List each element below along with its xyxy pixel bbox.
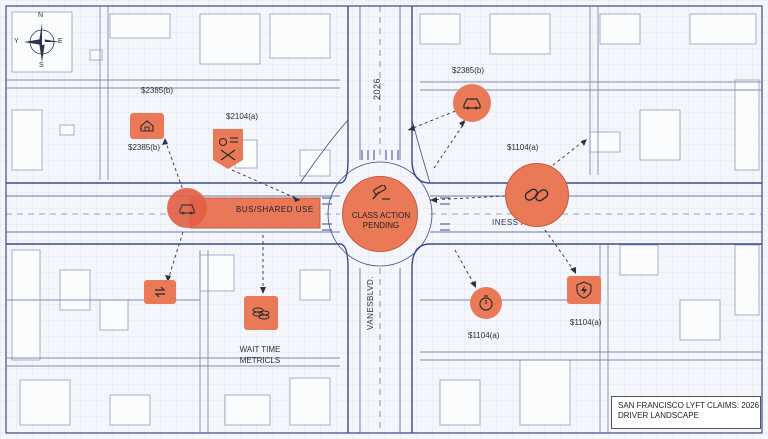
- amount-top-left: $2385(b): [141, 86, 174, 95]
- main-horizontal-road: [6, 182, 762, 245]
- chain-link-icon: [524, 188, 549, 202]
- street-label-north: 2026: [372, 77, 382, 100]
- bus-lane-highlight: [189, 197, 321, 229]
- street-label-east: INESS AVE: [492, 218, 538, 227]
- house-marker[interactable]: [130, 113, 164, 139]
- arrowheads: [162, 120, 587, 294]
- buildings: [11, 11, 760, 426]
- street-label-south: VANESBLVD.: [366, 275, 375, 330]
- compass-east: E: [58, 38, 63, 45]
- compass-south: S: [39, 62, 44, 69]
- gavel-icon: [372, 185, 390, 200]
- class-action-hub[interactable]: CLASS ACTION PENDING: [342, 176, 418, 252]
- compass-north: N: [38, 12, 44, 19]
- amount-house: $2385(b): [128, 143, 161, 152]
- exchange-marker[interactable]: [144, 280, 176, 304]
- shield-bolt-icon: [576, 281, 592, 299]
- car-hub[interactable]: [167, 188, 207, 228]
- connectors: [164, 109, 586, 292]
- amount-tools: $2104(a): [226, 112, 259, 121]
- coins-marker[interactable]: [244, 296, 278, 330]
- amount-car-top: $2385(b): [452, 66, 485, 75]
- gear-tools-icon: [213, 129, 243, 169]
- map-title-box: SAN FRANCISCO LYFT CLAIMS: 2026 DRIVER L…: [611, 396, 761, 429]
- house-cloud-icon: [140, 120, 154, 132]
- exchange-icon: [154, 286, 166, 298]
- intersection-curves: [299, 119, 433, 269]
- compass-rose: N S E Y: [14, 12, 64, 69]
- coins-stack-icon: [252, 307, 270, 320]
- compass-west: Y: [14, 38, 19, 45]
- class-action-label: CLASS ACTION PENDING: [351, 211, 411, 230]
- amount-shield: $1104(a): [570, 318, 602, 327]
- car-top-icon: [463, 98, 481, 110]
- compass-star-icon: [24, 23, 60, 62]
- bus-lane-label: BUS/SHARED USE: [236, 205, 314, 214]
- amount-timer: $1104(a): [468, 331, 500, 340]
- stopwatch-marker[interactable]: [470, 287, 502, 319]
- shield-marker[interactable]: [567, 276, 601, 304]
- tools-marker[interactable]: [212, 128, 244, 170]
- car-icon: [179, 204, 195, 215]
- crosswalks: [322, 150, 450, 231]
- car-top-marker[interactable]: [453, 84, 491, 122]
- wait-time-label: WAIT TIME METRICLS: [239, 345, 281, 365]
- stopwatch-icon: [479, 295, 493, 311]
- chain-link-hub[interactable]: [505, 163, 569, 227]
- main-vertical-road: [347, 6, 413, 433]
- amount-chain: $1104(a): [507, 143, 539, 152]
- map-title: SAN FRANCISCO LYFT CLAIMS: 2026 DRIVER L…: [618, 401, 760, 420]
